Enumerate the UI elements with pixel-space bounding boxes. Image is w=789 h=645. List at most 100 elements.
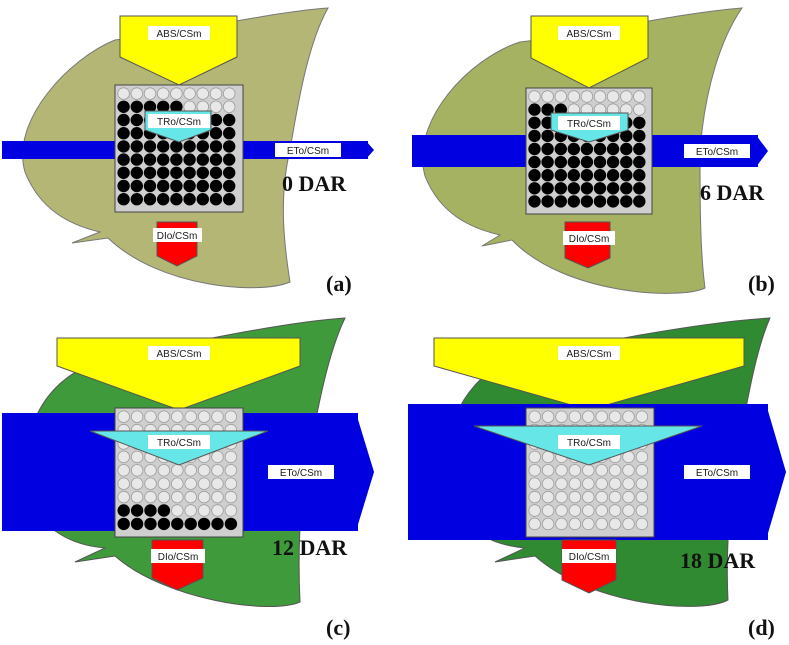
open-reaction-center	[224, 477, 238, 490]
closed-reaction-center	[196, 192, 210, 206]
closed-reaction-center	[224, 517, 238, 531]
closed-reaction-center	[117, 166, 130, 180]
closed-reaction-center	[606, 182, 620, 195]
closed-reaction-center	[593, 155, 607, 169]
closed-reaction-center	[606, 168, 620, 182]
svg-text:DIo/CSm: DIo/CSm	[569, 234, 610, 245]
open-reaction-center	[171, 490, 184, 504]
open-reaction-center	[541, 504, 555, 517]
closed-reaction-center	[183, 140, 196, 153]
closed-reaction-center	[196, 166, 210, 180]
abs-arrow-d	[433, 337, 745, 411]
closed-reaction-center	[620, 155, 633, 169]
open-reaction-center	[157, 464, 171, 477]
closed-reaction-center	[211, 517, 224, 531]
closed-reaction-center	[222, 179, 236, 193]
open-reaction-center	[595, 504, 608, 517]
open-reaction-center	[144, 410, 157, 423]
open-reaction-center	[197, 477, 211, 490]
open-reaction-center	[555, 504, 568, 517]
closed-reaction-center	[130, 113, 144, 127]
closed-reaction-center	[143, 166, 157, 180]
closed-reaction-center	[633, 168, 646, 182]
open-reaction-center	[130, 477, 144, 490]
open-reaction-center	[593, 90, 607, 103]
open-reaction-center	[224, 450, 238, 464]
closed-reaction-center	[580, 195, 594, 208]
open-reaction-center	[184, 504, 197, 517]
open-reaction-center	[582, 477, 595, 490]
open-reaction-center	[528, 90, 541, 103]
closed-reaction-center	[633, 129, 646, 143]
open-reaction-center	[608, 464, 622, 477]
closed-reaction-center	[606, 142, 620, 156]
closed-reaction-center	[130, 153, 144, 166]
open-reaction-center	[197, 490, 211, 504]
open-reaction-center	[635, 464, 649, 477]
closed-reaction-center	[633, 182, 646, 195]
open-reaction-center	[595, 490, 608, 504]
open-reaction-center	[622, 464, 635, 477]
panel-letter-a: (a)	[326, 271, 352, 296]
closed-reaction-center	[117, 179, 130, 193]
closed-reaction-center	[170, 192, 183, 206]
closed-reaction-center	[117, 100, 130, 114]
open-reaction-center	[555, 477, 568, 490]
closed-reaction-center	[130, 179, 144, 193]
closed-reaction-center	[593, 182, 607, 195]
closed-reaction-center	[130, 192, 144, 206]
open-reaction-center	[224, 464, 238, 477]
open-reaction-center	[224, 410, 238, 423]
open-reaction-center	[595, 517, 608, 531]
open-reaction-center	[541, 90, 554, 103]
closed-reaction-center	[593, 142, 607, 156]
closed-reaction-center	[117, 153, 130, 166]
svg-text:TRo/CSm: TRo/CSm	[157, 117, 201, 128]
closed-reaction-center	[541, 155, 554, 169]
closed-reaction-center	[183, 179, 196, 193]
eto-label-a: ETo/CSm	[275, 143, 341, 157]
closed-reaction-center	[620, 142, 633, 156]
open-reaction-center	[582, 410, 595, 423]
open-reaction-center	[582, 464, 595, 477]
svg-text:TRo/CSm: TRo/CSm	[567, 438, 611, 449]
open-reaction-center	[222, 87, 236, 100]
closed-reaction-center	[117, 517, 130, 531]
open-reaction-center	[157, 477, 171, 490]
eto-arrow-head-d	[766, 404, 786, 540]
open-reaction-center	[568, 517, 582, 531]
closed-reaction-center	[541, 182, 554, 195]
eto-arrow-head-c	[356, 413, 374, 531]
closed-reaction-center	[554, 142, 568, 156]
closed-reaction-center	[144, 517, 157, 531]
abs-label-c: ABS/CSm	[148, 346, 210, 360]
open-reaction-center	[568, 490, 582, 504]
open-reaction-center	[606, 90, 620, 103]
eto-arrow-head-a	[366, 141, 374, 159]
open-reaction-center	[595, 410, 608, 423]
closed-reaction-center	[197, 517, 211, 531]
abs-label-a: ABS/CSm	[148, 26, 210, 40]
eto-label-b: ETo/CSm	[684, 144, 750, 158]
closed-reaction-center	[580, 155, 594, 169]
open-reaction-center	[635, 410, 649, 423]
open-reaction-center	[622, 477, 635, 490]
svg-text:ABS/CSm: ABS/CSm	[156, 349, 201, 360]
closed-reaction-center	[117, 504, 130, 517]
closed-reaction-center	[580, 168, 594, 182]
closed-reaction-center	[633, 195, 646, 208]
rc-grid-b	[528, 90, 646, 208]
open-reaction-center	[171, 477, 184, 490]
closed-reaction-center	[157, 517, 171, 531]
open-reaction-center	[633, 103, 646, 116]
tro-label-d: TRo/CSm	[558, 435, 620, 449]
open-reaction-center	[197, 504, 211, 517]
open-reaction-center	[211, 410, 224, 423]
closed-reaction-center	[222, 153, 236, 166]
panel-letter-d: (d)	[748, 615, 775, 640]
tro-label-a: TRo/CSm	[148, 114, 210, 128]
open-reaction-center	[144, 490, 157, 504]
open-reaction-center	[567, 90, 581, 103]
closed-reaction-center	[196, 140, 210, 153]
closed-reaction-center	[170, 179, 183, 193]
